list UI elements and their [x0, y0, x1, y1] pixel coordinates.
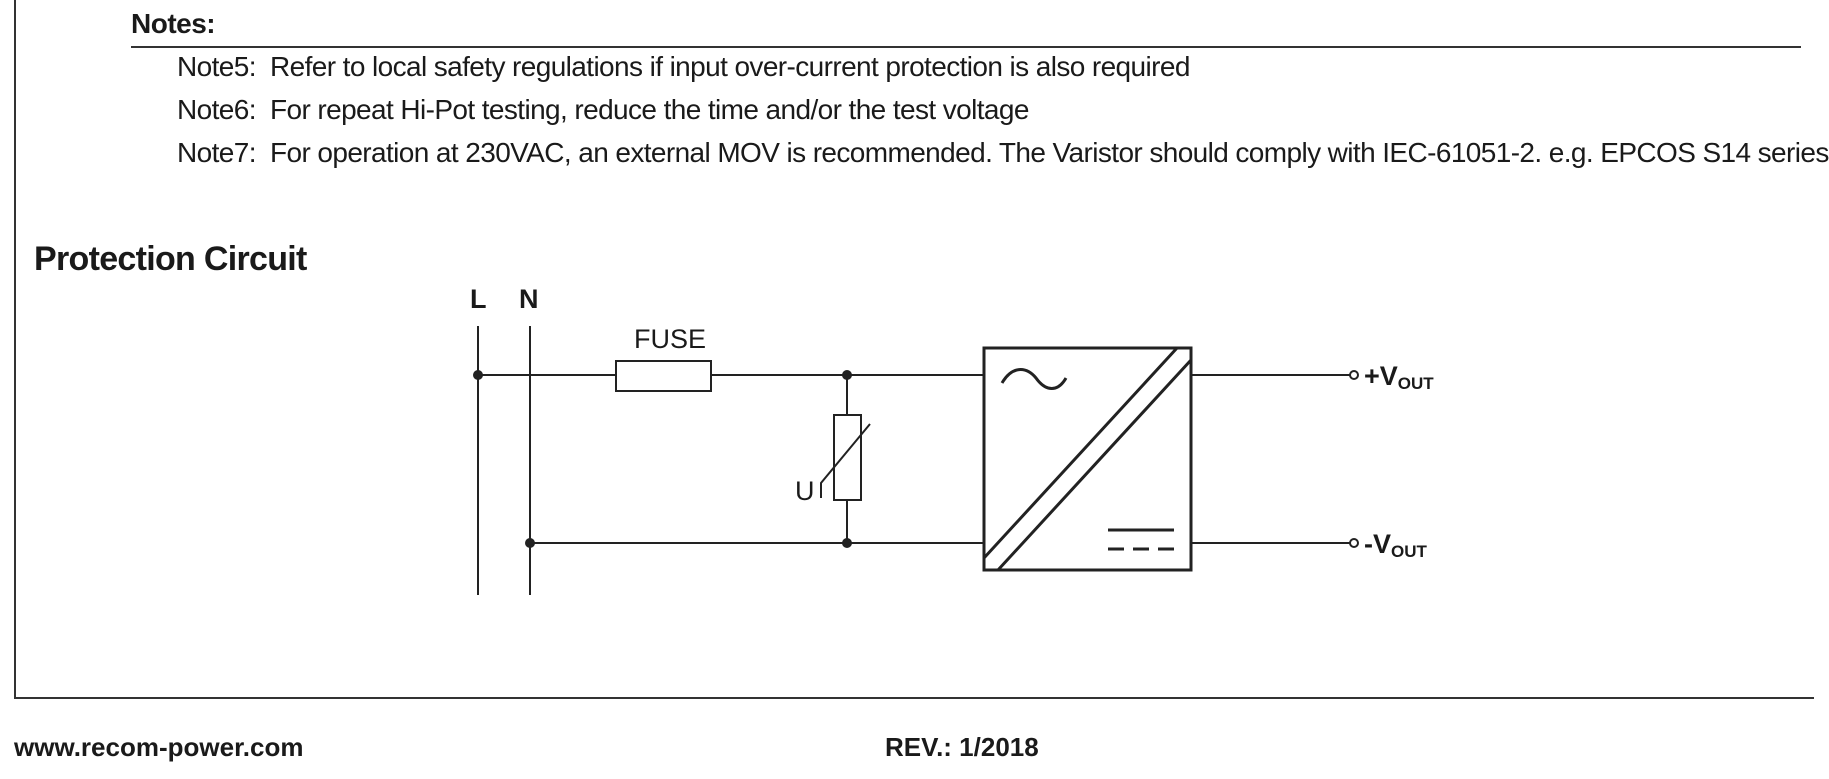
vout-neg-subscript: OUT: [1391, 542, 1428, 561]
note-7: Note7: For operation at 230VAC, an extern…: [177, 137, 1829, 169]
line-label: L: [470, 284, 487, 314]
vout-pos-label: +VOUT: [1364, 361, 1434, 393]
note-7-text: For operation at 230VAC, an external MOV…: [270, 137, 1829, 168]
converter-diagonal-1: [982, 346, 1179, 560]
junction-l: [473, 370, 483, 380]
note-5-label: Note5:: [177, 51, 257, 82]
note-6: Note6: For repeat Hi-Pot testing, reduce …: [177, 94, 1029, 126]
notes-divider: [131, 46, 1801, 48]
fuse-symbol: [615, 360, 712, 392]
vout-neg-label: -VOUT: [1364, 529, 1428, 561]
junction-varistor-top: [842, 370, 852, 380]
varistor-label: U: [795, 476, 815, 506]
notes-heading: Notes:: [131, 8, 216, 39]
vout-neg-prefix: -V: [1364, 529, 1391, 559]
note-6-label: Note6:: [177, 94, 257, 125]
section-title: Protection Circuit: [34, 240, 307, 278]
note-5-text: Refer to local safety regulations if inp…: [270, 51, 1190, 82]
varistor-slash: [820, 423, 871, 498]
note-6-text: For repeat Hi-Pot testing, reduce the ti…: [270, 94, 1029, 125]
note-7-label: Note7:: [177, 137, 257, 168]
footer-revision: REV.: 1/2018: [885, 732, 1039, 762]
fuse-label: FUSE: [634, 324, 706, 354]
vout-pos-prefix: +V: [1364, 361, 1398, 391]
terminal-vout-neg: [1349, 538, 1359, 548]
footer-website[interactable]: www.recom-power.com: [14, 732, 304, 762]
converter-block: [982, 346, 1193, 572]
varistor-symbol: [833, 414, 862, 501]
note-5: Note5: Refer to local safety regulations …: [177, 51, 1190, 83]
junction-varistor-bottom: [842, 538, 852, 548]
ac-sine-icon: [1000, 368, 1068, 390]
vout-pos-subscript: OUT: [1398, 374, 1435, 393]
terminal-vout-pos: [1349, 370, 1359, 380]
neutral-label: N: [519, 284, 539, 314]
converter-diagonal-2: [996, 358, 1193, 572]
page-frame: [14, 0, 1814, 699]
junction-n: [525, 538, 535, 548]
